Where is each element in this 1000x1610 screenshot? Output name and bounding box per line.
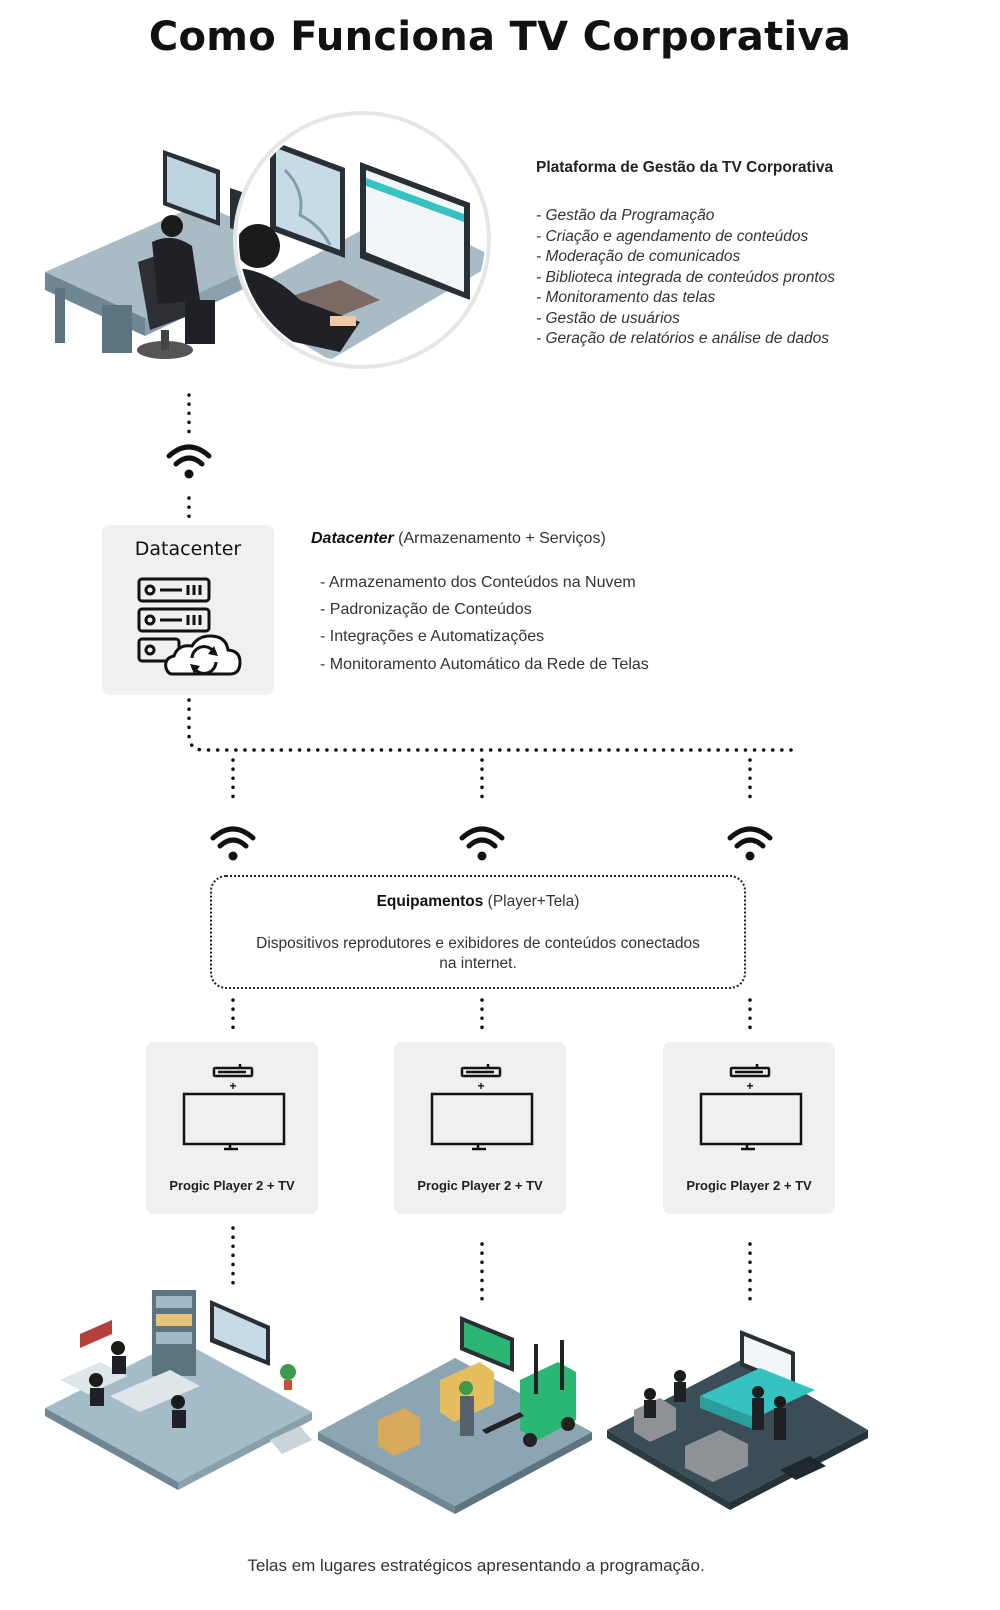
connector-cards-scenes xyxy=(231,1226,752,1307)
player-card: + Progic Player 2 + TV xyxy=(663,1042,835,1214)
svg-text:+: + xyxy=(477,1079,484,1093)
list-item: - Gestão da Programação xyxy=(536,207,715,224)
datacenter-heading-emphasis: Datacenter xyxy=(311,530,394,547)
player-card-label: Progic Player 2 + TV xyxy=(169,1178,295,1193)
player-tv-icon: + xyxy=(182,1064,286,1151)
player-card: + Progic Player 2 + TV xyxy=(146,1042,318,1214)
list-item: - Monitoramento das telas xyxy=(536,289,716,306)
reception-scene-illustration xyxy=(607,1330,868,1510)
server-cloud-icon xyxy=(137,577,242,676)
workstation-illustration xyxy=(45,111,491,369)
list-item: - Geração de relatórios e análise de dad… xyxy=(536,330,829,347)
list-item: - Moderação de comunicados xyxy=(536,248,741,265)
datacenter-label: Datacenter xyxy=(134,538,242,560)
equipment-title-bold: Equipamentos xyxy=(376,893,484,910)
equipment-description: Dispositivos reprodutores e exibidores d… xyxy=(256,935,700,972)
player-tv-icon: + xyxy=(430,1064,534,1151)
list-item: - Integrações e Automatizações xyxy=(320,628,545,646)
wifi-icon xyxy=(727,826,773,861)
datacenter-heading-rest: (Armazenamento + Serviços) xyxy=(393,530,606,547)
svg-text:+: + xyxy=(746,1079,753,1093)
player-card-label: Progic Player 2 + TV xyxy=(417,1178,543,1193)
player-card-label: Progic Player 2 + TV xyxy=(686,1178,812,1193)
platform-feature-list: - Gestão da Programação - Criação e agen… xyxy=(536,206,835,350)
list-item: - Armazenamento dos Conteúdos na Nuvem xyxy=(320,574,636,591)
wifi-icon xyxy=(459,826,505,861)
connector-datacenter-bus xyxy=(187,698,794,807)
equipment-title-rest: (Player+Tela) xyxy=(483,893,580,910)
svg-text:+: + xyxy=(229,1079,236,1093)
player-card: + Progic Player 2 + TV xyxy=(394,1042,566,1214)
equipment-title: Equipamentos (Player+Tela) xyxy=(210,893,746,911)
footer-caption: Telas em lugares estratégicos apresentan… xyxy=(247,1556,705,1575)
list-item: - Gestão de usuários xyxy=(536,309,680,327)
page-title: Como Funciona TV Corporativa xyxy=(148,14,852,60)
list-item: - Padronização de Conteúdos xyxy=(320,601,532,619)
wifi-icon xyxy=(210,826,256,861)
list-item: - Monitoramento Automático da Rede de Te… xyxy=(320,655,649,673)
platform-heading: Plataforma de Gestão da TV Corporativa xyxy=(536,159,834,176)
list-item: - Biblioteca integrada de conteúdos pron… xyxy=(536,268,836,286)
player-tv-icon: + xyxy=(699,1064,803,1151)
wifi-icon xyxy=(166,444,212,479)
connector-equipment-cards xyxy=(231,998,752,1037)
equipment-box xyxy=(210,875,746,989)
datacenter-heading: Datacenter (Armazenamento + Serviços) xyxy=(311,530,606,548)
datacenter-service-list: - Armazenamento dos Conteúdos na Nuvem -… xyxy=(320,569,649,678)
office-scene-illustration xyxy=(45,1290,312,1490)
warehouse-scene-illustration xyxy=(318,1316,592,1514)
list-item: - Criação e agendamento de conteúdos xyxy=(536,227,809,245)
